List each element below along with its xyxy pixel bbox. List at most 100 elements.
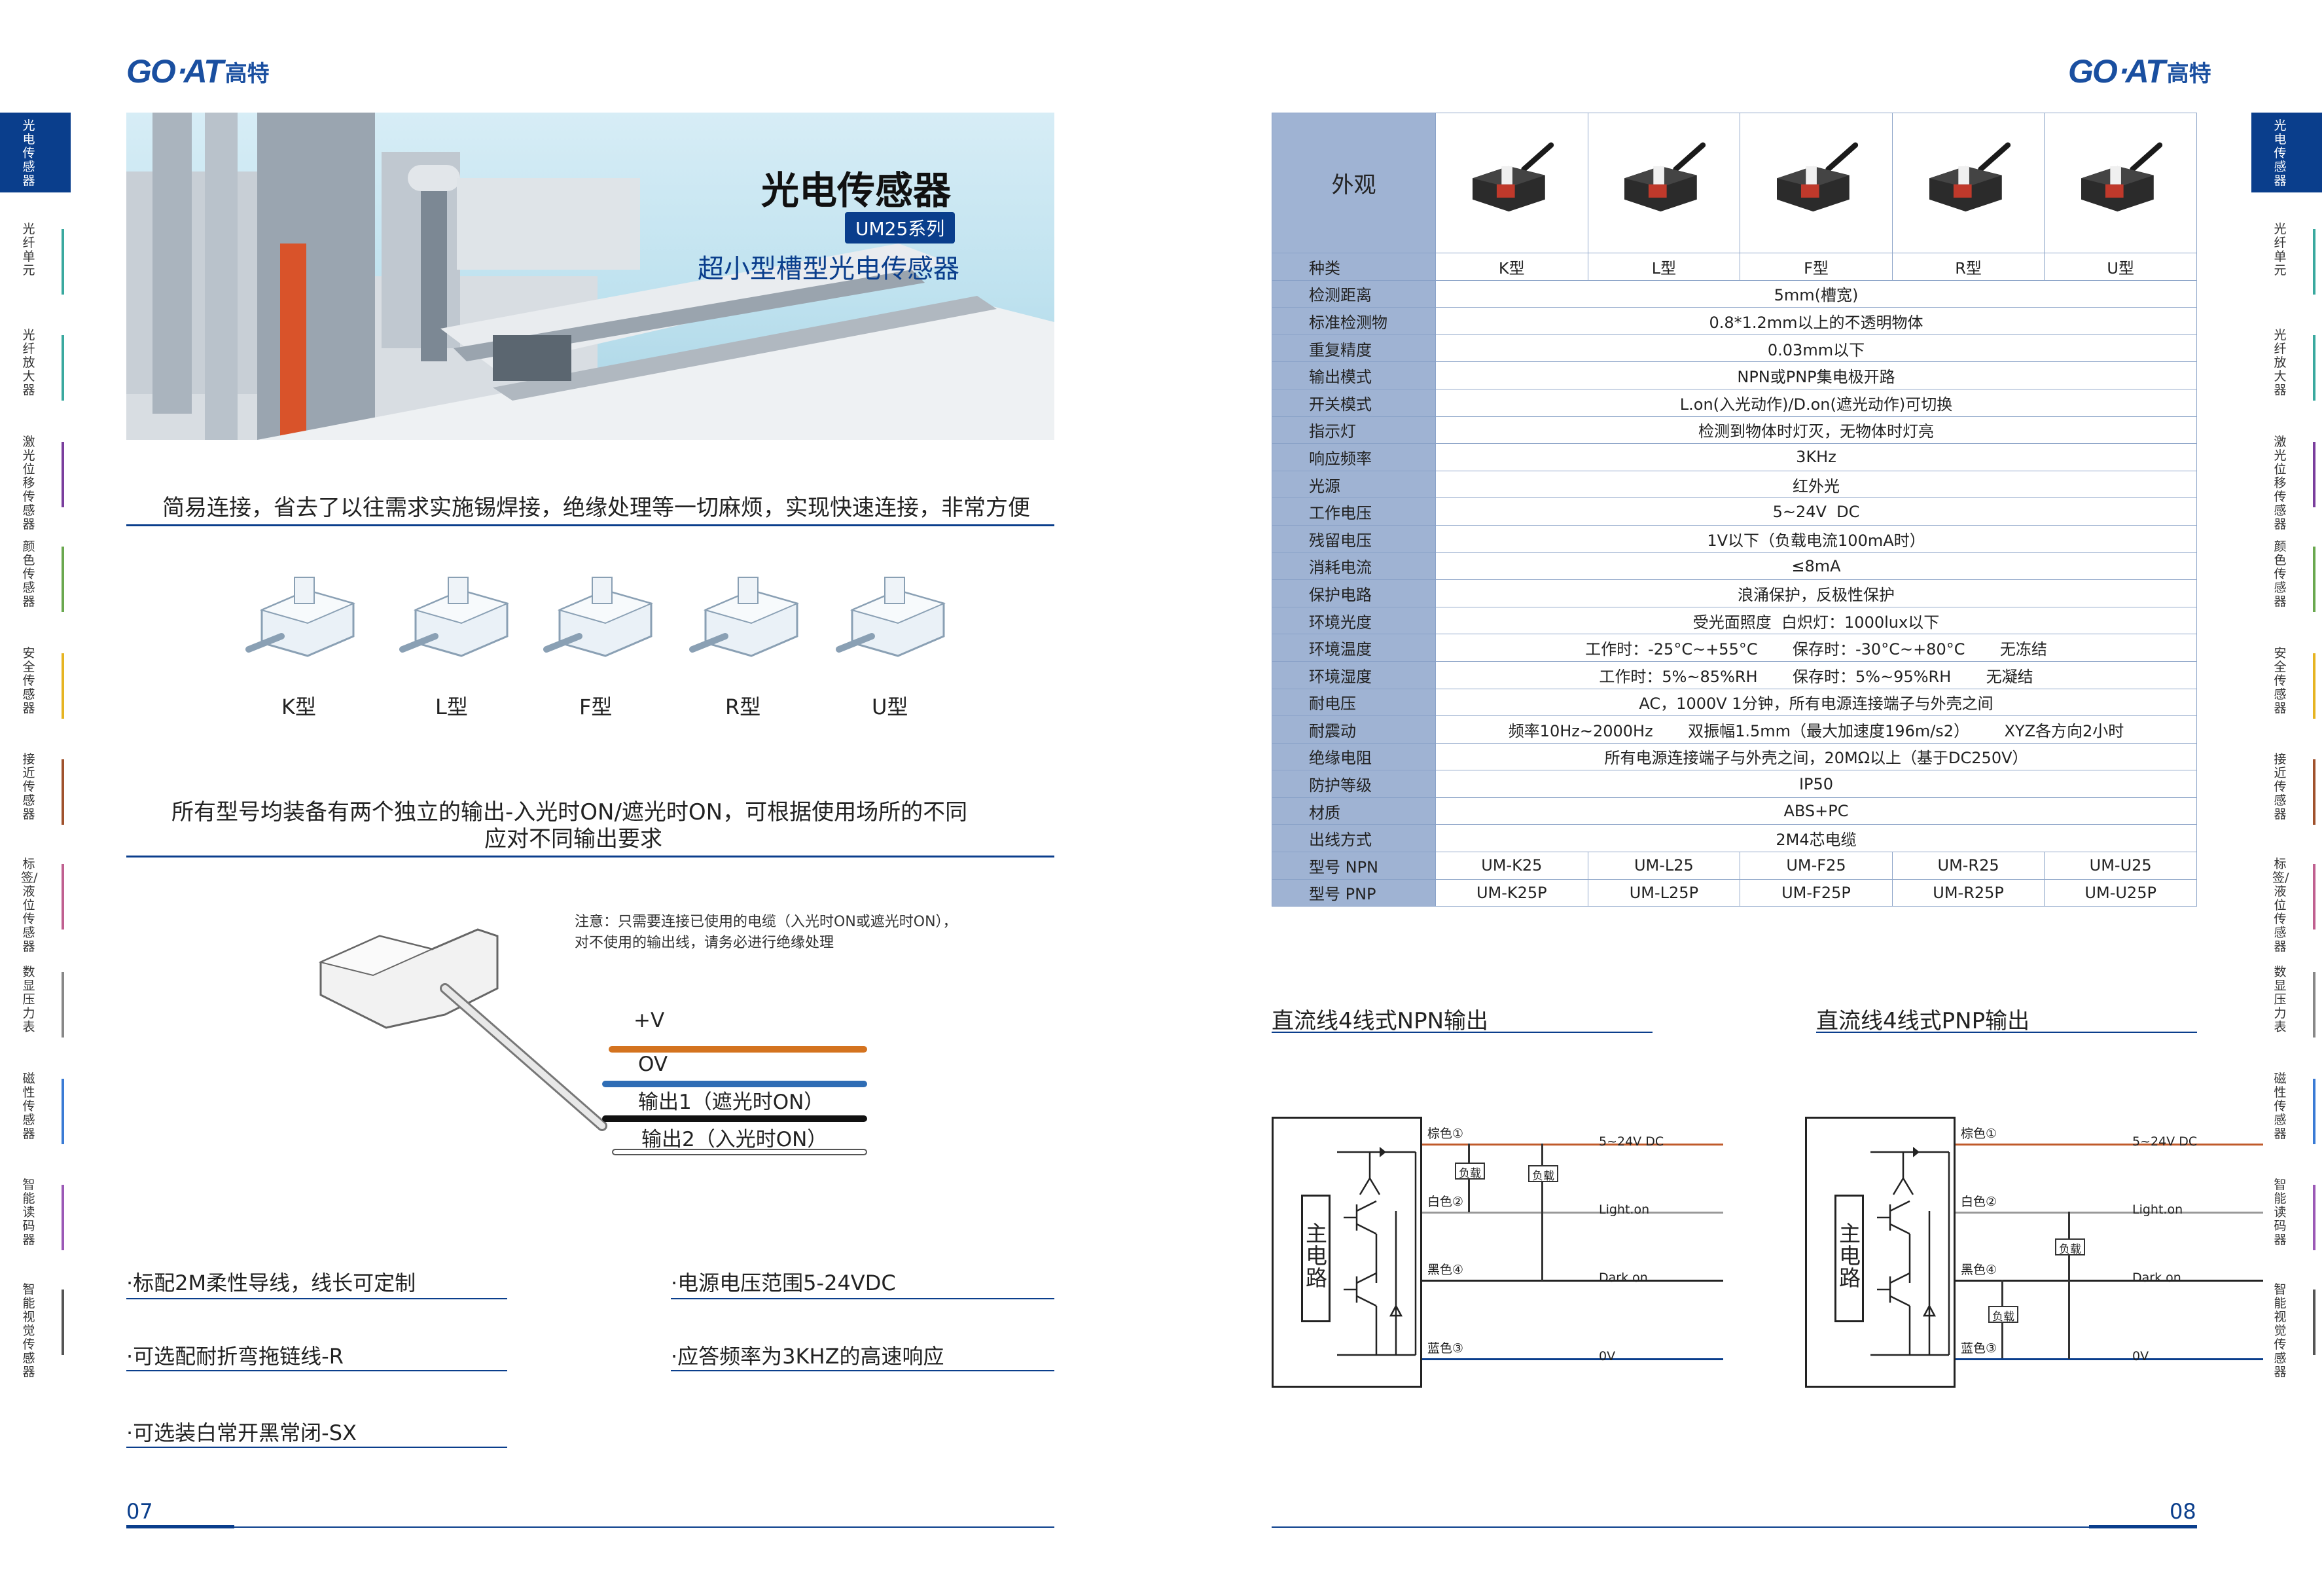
sensor-type-label: L型: [435, 695, 468, 719]
sensor-photo-icon: [1776, 141, 1859, 211]
machine-illustration: [126, 113, 1054, 440]
transistor-schematic: [1870, 1147, 1950, 1356]
terminal-label: 0V: [2132, 1349, 2149, 1363]
sensor-type-icon: [399, 577, 509, 657]
side-tab-10[interactable]: 智能读码器: [2274, 1178, 2287, 1247]
spec-label: 出线方式: [1272, 824, 1436, 853]
feature-4: ·应答频率为3KHZ的高速响应: [671, 1344, 944, 1369]
sensor-photo: [1891, 113, 2045, 253]
divider: [126, 1370, 507, 1371]
model-pnp: UM-R25P: [1891, 878, 2045, 907]
wire-color-label: 白色②: [1961, 1195, 1997, 1209]
sensor-photo: [1740, 113, 1893, 253]
wire-color-label: 蓝色③: [1961, 1341, 1997, 1356]
spec-value: 0.8*1.2mm以上的不透明物体: [1435, 307, 2197, 335]
side-tab-1[interactable]: 光纤单元: [22, 222, 35, 278]
model-npn: UM-R25: [1891, 852, 2045, 880]
spec-label: 环境温度: [1272, 634, 1436, 662]
side-tab-0[interactable]: 光电传感器: [22, 118, 35, 188]
side-tab-bar: [62, 759, 64, 825]
spec-value: 1V以下（负载电流100mA时）: [1435, 524, 2197, 553]
spec-label: 残留电压: [1272, 524, 1436, 553]
side-tab-bar: [62, 864, 64, 929]
side-tab-6[interactable]: 接近传感器: [22, 752, 35, 821]
divider: [671, 1370, 1054, 1371]
side-tab-4[interactable]: 颜色传感器: [22, 539, 35, 609]
model-pnp: UM-F25P: [1740, 878, 1893, 907]
spec-value: IP50: [1435, 770, 2197, 798]
side-tab-bar: [62, 229, 64, 295]
terminal-label: Dark.on: [2132, 1271, 2181, 1285]
side-tab-7[interactable]: 标签/液位传感器: [2272, 857, 2289, 954]
side-tab-bar: [2313, 972, 2315, 1038]
side-tab-bar: [62, 1290, 64, 1355]
spec-value: 5mm(槽宽): [1435, 280, 2197, 308]
spec-label: 材质: [1272, 797, 1436, 825]
wire-brown: [609, 1046, 867, 1053]
wire-label-v: +V: [634, 1009, 665, 1032]
wire-color-label: 黑色④: [1961, 1263, 1997, 1277]
side-tab-bar: [2313, 547, 2315, 612]
spec-label: 光源: [1272, 470, 1436, 499]
side-tab-3[interactable]: 激光位移传感器: [2274, 435, 2287, 532]
spec-label: 环境湿度: [1272, 660, 1436, 689]
terminal-label: Light.on: [1599, 1202, 1650, 1217]
divider: [126, 524, 1054, 526]
side-tab-10[interactable]: 智能读码器: [22, 1178, 35, 1247]
side-tab-9[interactable]: 磁性传感器: [22, 1072, 35, 1141]
output-desc-line2: 应对不同输出要求: [484, 826, 662, 852]
side-tab-5[interactable]: 安全传感器: [2274, 646, 2287, 715]
side-tab-active-bg: [0, 113, 71, 192]
spec-value: 频率10Hz~2000Hz 双振幅1.5mm（最大加速度196m/s2） XYZ…: [1435, 715, 2197, 744]
side-tab-bar: [62, 653, 64, 719]
npn-title: 直流线4线式NPN输出: [1272, 1008, 1489, 1034]
footer-line: [126, 1526, 1054, 1528]
sensor-type-icon: [836, 577, 946, 657]
side-tab-1[interactable]: 光纤单元: [2274, 222, 2287, 278]
wire-color-label: 黑色④: [1427, 1263, 1464, 1277]
model-pnp: UM-L25P: [1587, 878, 1741, 907]
side-tab-11[interactable]: 智能视觉传感器: [22, 1282, 35, 1379]
spec-label: 输出模式: [1272, 361, 1436, 389]
spec-label: 防护等级: [1272, 770, 1436, 798]
side-tab-bar: [2313, 653, 2315, 719]
main-circuit-block: [1301, 1195, 1331, 1322]
side-tab-2[interactable]: 光纤放大器: [2274, 328, 2287, 397]
wiring-note-line2: 对不使用的输出线，请务必进行绝缘处理: [575, 935, 834, 951]
wire-color-label: 蓝色③: [1427, 1341, 1464, 1356]
spec-value: 3KHz: [1435, 443, 2197, 471]
spec-cell: K型: [1435, 253, 1588, 281]
side-tab-5[interactable]: 安全传感器: [22, 646, 35, 715]
spec-value: 2M4芯电缆: [1435, 824, 2197, 853]
model-npn: UM-F25: [1740, 852, 1893, 880]
side-tab-0[interactable]: 光电传感器: [2274, 118, 2287, 188]
side-tab-3[interactable]: 激光位移传感器: [22, 435, 35, 532]
load-box: 负载: [1455, 1163, 1485, 1180]
spec-label: 重复精度: [1272, 334, 1436, 363]
side-tab-bar: [62, 972, 64, 1038]
side-tab-9[interactable]: 磁性传感器: [2274, 1072, 2287, 1141]
terminal-label: 5~24V DC: [1599, 1134, 1664, 1149]
spec-value: AC，1000V 1分钟，所有电源连接端子与外壳之间: [1435, 688, 2197, 717]
spec-label: 标准检测物: [1272, 307, 1436, 335]
spec-label: 绝缘电阻: [1272, 742, 1436, 771]
main-circuit-block: [1834, 1195, 1864, 1322]
wire-black: [602, 1115, 867, 1122]
side-tab-6[interactable]: 接近传感器: [2274, 752, 2287, 821]
terminal-label: Dark.on: [1599, 1271, 1648, 1285]
side-tab-8[interactable]: 数显压力表: [22, 965, 35, 1034]
side-tab-8[interactable]: 数显压力表: [2274, 965, 2287, 1034]
circuit-line: [1956, 1212, 2263, 1214]
side-tab-7[interactable]: 标签/液位传感器: [21, 857, 38, 954]
side-tab-bar: [62, 1079, 64, 1144]
side-tab-11[interactable]: 智能视觉传感器: [2274, 1282, 2287, 1379]
side-tab-2[interactable]: 光纤放大器: [22, 328, 35, 397]
side-tab-bar: [62, 1185, 64, 1250]
circuit-line: [1541, 1144, 1543, 1281]
spec-cell: R型: [1891, 253, 2045, 281]
circuit-line: [1422, 1212, 1723, 1214]
divider: [126, 856, 1054, 857]
side-tab-4[interactable]: 颜色传感器: [2274, 539, 2287, 609]
